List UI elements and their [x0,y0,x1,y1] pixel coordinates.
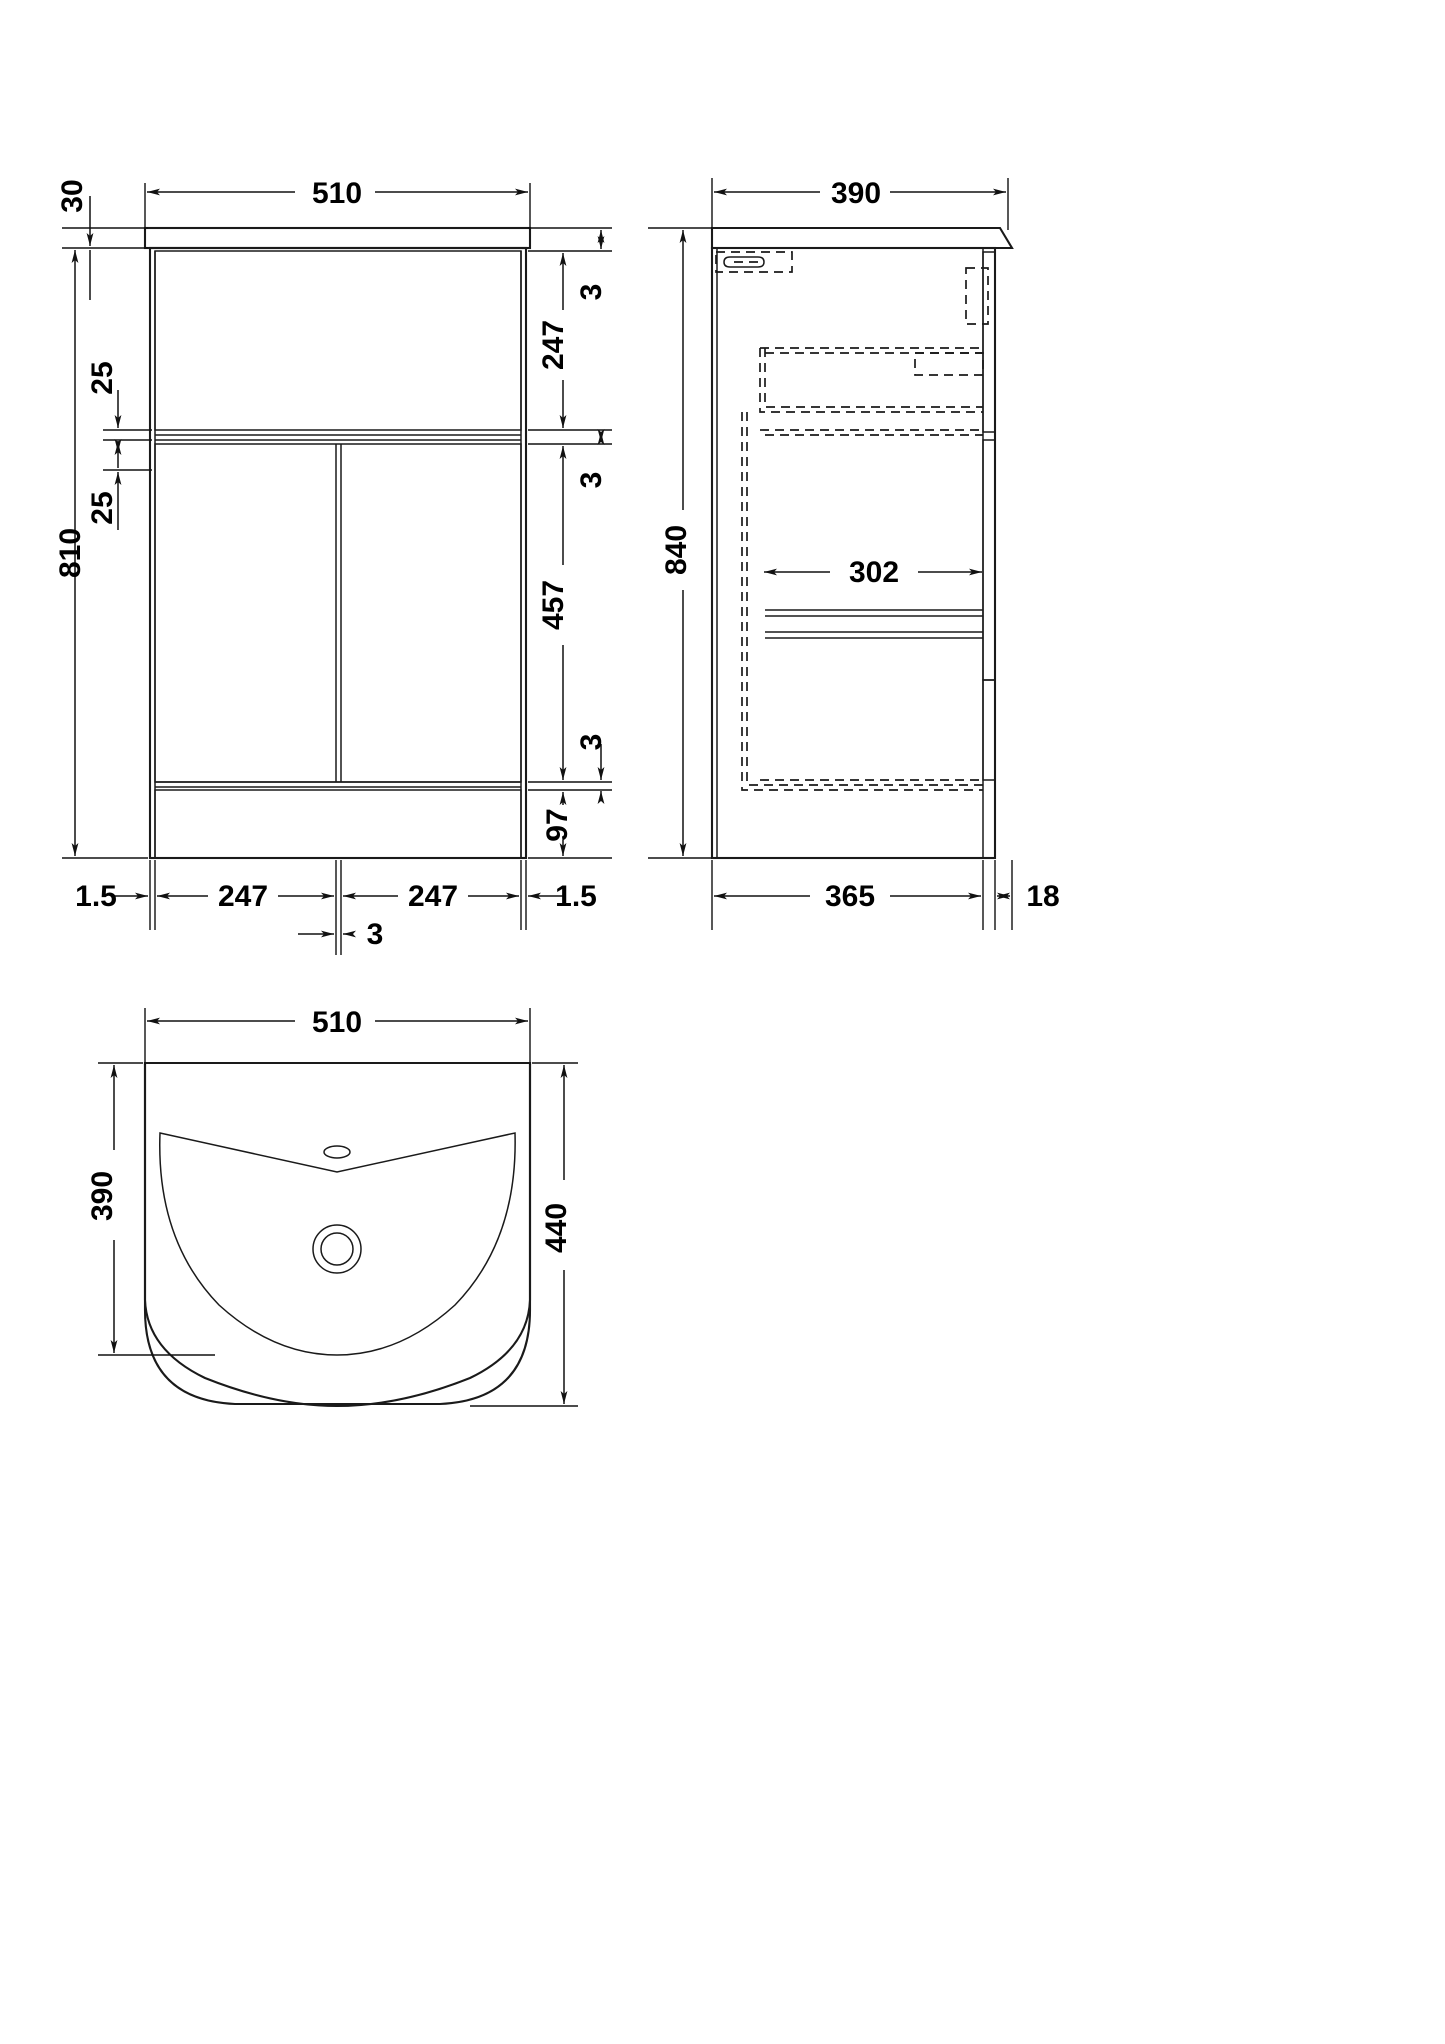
dim-front-centre-gap: 3 [367,918,384,951]
dim-front-gap-lower: 25 [86,491,119,524]
front-view-geometry [143,226,532,860]
dim-front-gap-top-3: 3 [575,284,608,301]
dim-front-door-left-width: 247 [218,880,268,913]
dim-front-gap-mid-3: 3 [575,472,608,489]
basin-view-geometry [143,1061,532,1408]
basin-view-dimensions [98,1008,578,1407]
dim-basin-width: 510 [312,1006,362,1039]
dim-basin-overall-depth: 440 [540,1203,573,1253]
dim-front-right-side-panel: 1.5 [555,880,597,913]
dim-side-internal-depth: 302 [849,556,899,589]
dim-front-door-height: 457 [537,580,570,630]
side-view-dimensions [648,178,1013,930]
side-view-geometry [710,226,1014,860]
dim-front-overall-height: 810 [54,528,87,578]
front-view-dimensions [62,183,612,955]
dim-basin-inner-depth: 390 [86,1171,119,1221]
dim-front-gap-upper: 25 [86,361,119,394]
dim-side-overall-height: 840 [660,525,693,575]
dim-side-overhang: 18 [1026,880,1059,913]
dim-front-gap-bottom-3: 3 [575,734,608,751]
dimension-labels: 30 810 25 25 510 1.5 247 247 1.5 3 3 247… [54,177,1060,1253]
dim-front-door-right-width: 247 [408,880,458,913]
dim-front-left-side-panel: 1.5 [75,880,117,913]
dim-side-carcass-depth: 365 [825,880,875,913]
dim-side-top-depth: 390 [831,177,881,210]
dim-front-overall-width: 510 [312,177,362,210]
dim-front-plinth-height: 97 [541,808,574,841]
dim-front-drawer-front-height: 247 [537,320,570,370]
dim-front-top-thickness: 30 [56,179,89,212]
